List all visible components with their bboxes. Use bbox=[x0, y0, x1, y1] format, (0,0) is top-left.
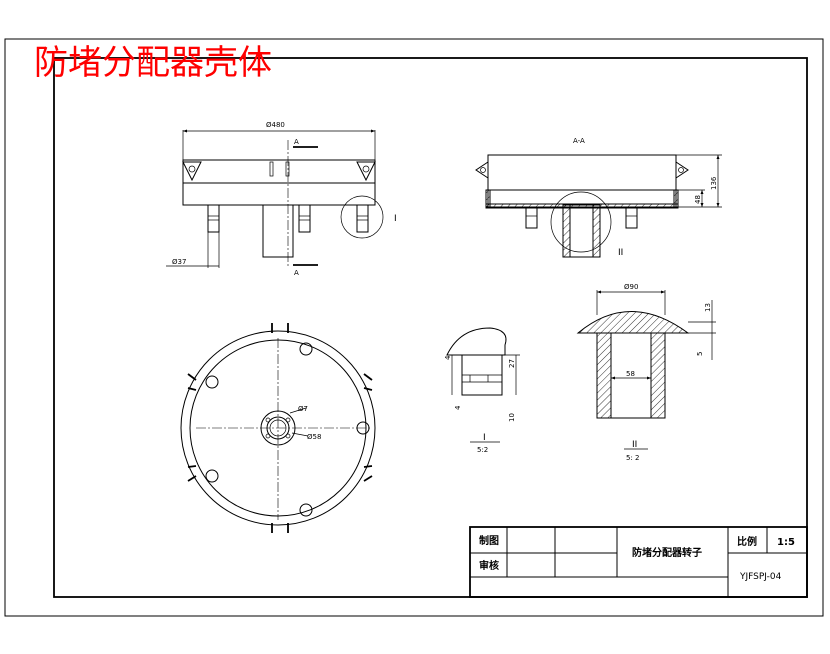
detail-II-label: II bbox=[632, 440, 637, 450]
part-name: 防堵分配器转子 bbox=[632, 546, 702, 559]
drawn-by-label: 制图 bbox=[479, 534, 499, 547]
detail-I-scale: 5:2 bbox=[477, 446, 488, 454]
dim-hub-hole: Ø58 bbox=[307, 433, 321, 441]
detail-II-dim-top: 13 bbox=[704, 303, 712, 312]
dim-inner-height-label: 48 bbox=[694, 195, 702, 204]
section-view: A-A II 136 48 bbox=[475, 137, 722, 258]
detail-II-scale: 5: 2 bbox=[626, 454, 640, 462]
section-label: A-A bbox=[573, 137, 585, 145]
detail-II-view: Ø90 58 13 5 II 5: 2 bbox=[576, 283, 716, 462]
title-block: 制图 审核 防堵分配器转子 比例 1:5 YJFSPJ-04 bbox=[469, 526, 808, 598]
detail-I-dim-c: 4 bbox=[454, 405, 462, 410]
top-view: Ø480 A A Ø37 bbox=[166, 121, 397, 277]
section-mark-bottom: A bbox=[294, 269, 299, 277]
detail-I-dim-a: 4 bbox=[444, 355, 452, 360]
dim-width-label: Ø480 bbox=[266, 121, 285, 129]
dim-pipe-label: Ø37 bbox=[172, 258, 186, 266]
detail-I-view: 4 4 27 10 I 5:2 bbox=[444, 327, 520, 454]
scale-value: 1:5 bbox=[777, 537, 795, 548]
detail-I-label: I bbox=[483, 433, 486, 443]
inner-frame bbox=[53, 57, 808, 598]
outer-frame bbox=[4, 38, 824, 617]
detail-I-dim-b: 27 bbox=[508, 359, 516, 368]
checked-by-label: 审核 bbox=[479, 559, 499, 572]
drawing-title: 防堵分配器壳体 bbox=[34, 43, 272, 83]
section-mark-top: A bbox=[294, 138, 299, 146]
scale-label: 比例 bbox=[737, 535, 757, 548]
dim-height-label: 136 bbox=[710, 176, 718, 190]
detail-I-dim-d: 10 bbox=[508, 413, 516, 422]
bottom-view: Ø7 Ø58 bbox=[180, 323, 376, 533]
detail-mark-II: II bbox=[618, 248, 623, 258]
detail-II-dim-side: 5 bbox=[696, 352, 704, 356]
detail-II-dim-outer: Ø90 bbox=[624, 283, 638, 291]
detail-mark-I: I bbox=[394, 214, 397, 224]
detail-II-dim-inner: 58 bbox=[626, 370, 635, 378]
drawing-code: YJFSPJ-04 bbox=[739, 572, 782, 582]
